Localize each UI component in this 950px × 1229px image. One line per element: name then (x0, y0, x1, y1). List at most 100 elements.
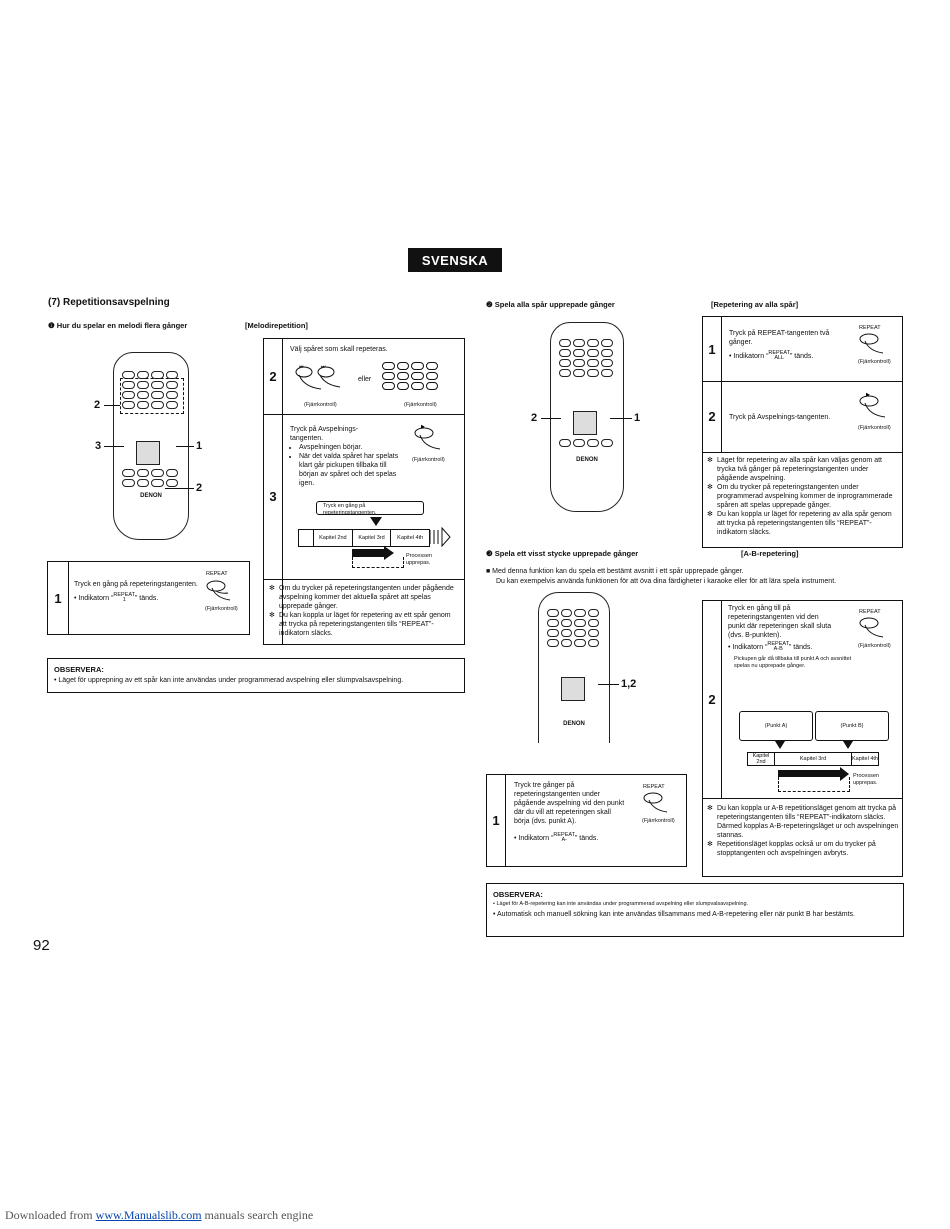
sub2-step2-caption: (Fjärrkontroll) (858, 425, 891, 431)
sub2-steps-box: 1 Tryck på REPEAT-tangenten två gånger. … (702, 316, 903, 548)
sub2-key-label: REPEAT (859, 325, 881, 331)
callout-1: 1 (196, 440, 203, 452)
sub1-tag: [Melodirepetition] (245, 321, 308, 330)
step3-bullets: Avspelningen börjar. När det valda spåre… (290, 443, 399, 488)
or-label: eller (358, 376, 372, 383)
caption: (Fjärrkontroll) (205, 606, 238, 612)
hand-press-icon (859, 617, 884, 638)
skip-buttons-hand-icon: ⏮⏭ (295, 364, 341, 390)
sub2-title: ❷ Spela alla spår upprepade gånger (486, 300, 615, 309)
sub3-step1-key-label: REPEAT (643, 784, 665, 790)
callout-3: 3 (95, 440, 102, 452)
process-label: Processen upprepas. (406, 553, 432, 566)
observera-text: • Läget för upprepning av ett spår kan i… (54, 677, 404, 684)
sub3-callout: 1,2 (621, 678, 637, 690)
repeat-loop (352, 557, 404, 568)
sub1-title: ❶ Hur du spelar en melodi flera gånger (48, 321, 188, 330)
observera-line-2: • Automatisk och manuell sökning kan int… (493, 911, 855, 918)
section-title: (7) Repetitionsavspelning (48, 297, 170, 308)
hand-press-icon (206, 580, 231, 601)
sub3-step1-caption: (Fjärrkontroll) (642, 818, 675, 824)
sub2-step1-text: Tryck på REPEAT-tangenten två gånger. (729, 330, 830, 346)
down-arrow-icon (843, 741, 853, 749)
svg-text:▶: ▶ (866, 392, 870, 398)
step3-text: Tryck på Avspelnings-tangenten. (290, 426, 359, 442)
remote-control-illustration-3: DENON (538, 592, 610, 743)
svg-text:⏮: ⏮ (299, 364, 304, 370)
page-number: 92 (33, 937, 50, 954)
sub3-intro-1: ■ Med denna funktion kan du spela ett be… (486, 568, 744, 575)
sub3-step1-text: Tryck tre gånger på repeteringstangenten… (514, 782, 625, 825)
step3-number: 3 (269, 489, 277, 504)
sub2-callout-1: 1 (634, 412, 641, 424)
hand-press-icon (643, 792, 668, 813)
sub2-notes: ✻Läget för repetering av alla spår kan v… (707, 457, 893, 536)
diagram-note: Tryck en gång på repeteringstangenten. (316, 501, 424, 516)
sub2-callout-2: 2 (531, 412, 538, 424)
sub1-observera-box: OBSERVERA: • Läget för upprepning av ett… (47, 658, 465, 693)
sub2-step1-caption: (Fjärrkontroll) (858, 359, 891, 365)
sub1-steps-box: 2 Välj spåret som skall repeteras. ⏮⏭ el… (263, 338, 465, 645)
step2-number: 2 (269, 369, 277, 384)
continuation-arrow-icon (429, 527, 451, 547)
download-footer: Downloaded from www.Manualslib.com manua… (5, 1208, 314, 1222)
repeat-loop (778, 777, 850, 792)
hand-press-icon (859, 333, 884, 354)
callout-2-bottom: 2 (196, 482, 203, 494)
step3-caption: (Fjärrkontroll) (412, 457, 445, 463)
observera-title: OBSERVERA: (493, 890, 543, 899)
sub3-step2-extra: Pickupen går då tillbaka till punkt A oc… (734, 656, 852, 669)
sub3-tag: [A-B-repetering] (741, 549, 799, 558)
caption-left: (Fjärrkontroll) (304, 402, 337, 408)
callout-2-top: 2 (94, 399, 101, 411)
chapter-bar: Kapitel 2nd Kapitel 3rd Kapitel 4th (298, 529, 430, 547)
sub2-step2-number: 2 (708, 409, 716, 424)
remote-control-illustration-2: DENON (550, 322, 624, 512)
sub2-step2-text: Tryck på Avspelnings-tangenten. (729, 414, 831, 421)
sub3-observera-box: OBSERVERA: • Läget för A-B-repetering ka… (486, 883, 904, 937)
repeat-arrow-head (384, 546, 394, 560)
sub2-tag: [Repetering av alla spår] (711, 300, 799, 309)
sub3-step2-caption: (Fjärrkontroll) (858, 643, 891, 649)
sub3-step1-box: 1 Tryck tre gånger på repeteringstangent… (486, 774, 687, 867)
language-badge: SVENSKA (408, 248, 502, 272)
sub3-step2-text: Tryck en gång till på repeteringstangent… (728, 605, 832, 639)
sub3-step2-number: 2 (708, 692, 716, 707)
step2-text: Välj spåret som skall repeteras. (290, 346, 388, 353)
repeat-arrow-bar (352, 549, 384, 557)
sub3-title: ❸ Spela ett visst stycke upprepade gånge… (486, 549, 639, 558)
sub3-step2-box: 2 Tryck en gång till på repeteringstange… (702, 600, 903, 877)
key-label: REPEAT (206, 571, 228, 577)
step-number: 1 (54, 590, 62, 606)
sub1-notes: ✻Om du trycker på repeteringstangenten u… (269, 585, 454, 637)
sub3-step2-key-label: REPEAT (859, 609, 881, 615)
sub3-chapter-bar: Kapitel 2nd Kapitel 3rd Kapitel 4th (747, 752, 879, 766)
remote-brand: DENON (140, 493, 162, 499)
caption-right: (Fjärrkontroll) (404, 402, 437, 408)
svg-text:▶: ▶ (421, 424, 425, 430)
punkt-a-box: (Punkt A) (739, 711, 813, 741)
sub3-intro-2: Du kan exempelvis använda funktionen för… (496, 578, 837, 585)
sub3-notes: ✻Du kan koppla ur A-B repetitionsläget g… (707, 805, 899, 857)
repeat-arrow-head (840, 767, 849, 781)
manualslib-link[interactable]: www.Manualslib.com (95, 1208, 202, 1222)
sub3-process-label: Processen upprepas. (853, 773, 879, 786)
play-hand-icon: ▶ (414, 424, 441, 450)
down-arrow-icon (775, 741, 785, 749)
sub3-step1-number: 1 (492, 813, 500, 828)
step-text: Tryck en gång på repeteringstangenten. (74, 581, 198, 588)
punkt-b-box: (Punkt B) (815, 711, 889, 741)
repeat-arrow-bar (778, 770, 840, 777)
remote-brand-3: DENON (563, 721, 585, 727)
down-arrow-icon (370, 517, 382, 526)
sub2-step1-number: 1 (708, 341, 716, 357)
number-keypad-illustration (382, 362, 438, 390)
number-keys-highlight (120, 378, 184, 414)
play-hand-icon: ▶ (859, 392, 886, 418)
observera-line-1: • Läget för A-B-repetering kan inte anvä… (493, 901, 749, 907)
observera-title: OBSERVERA: (54, 665, 104, 674)
